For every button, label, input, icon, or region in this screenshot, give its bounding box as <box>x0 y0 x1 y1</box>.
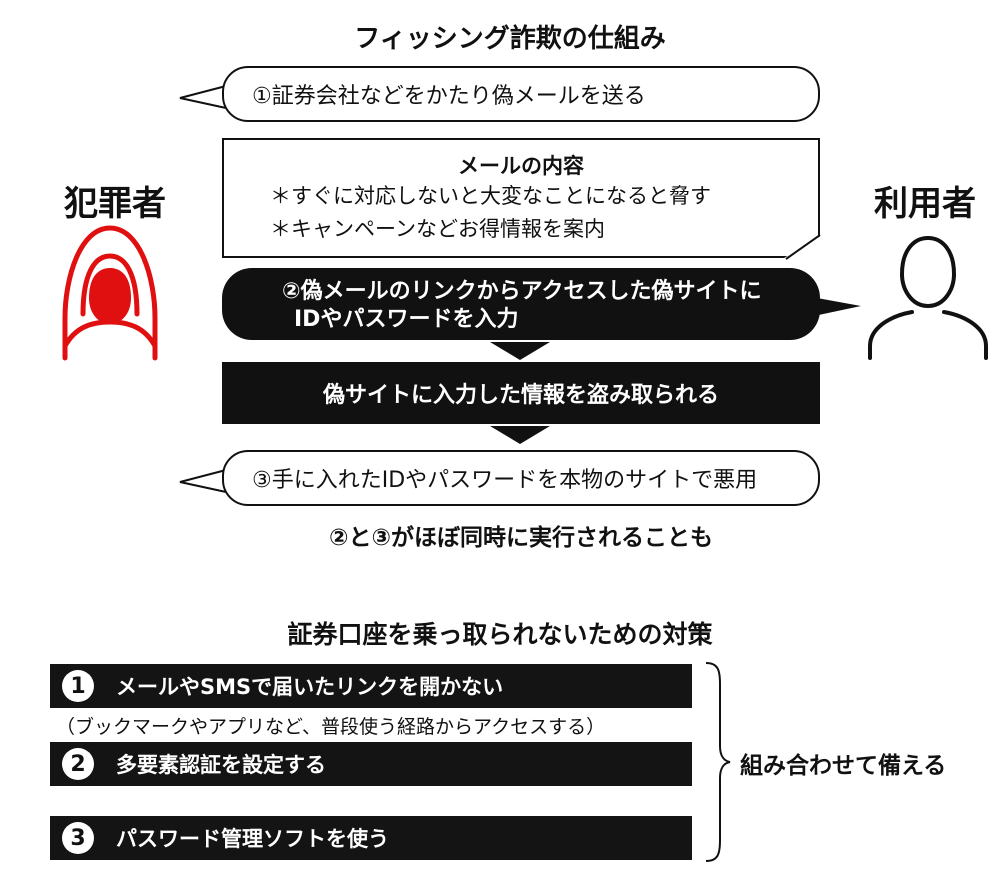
mail-line-2: ＊キャンペーンなどお得情報を案内 <box>270 217 605 241</box>
user-silhouette-icon <box>868 236 988 360</box>
measure-number-1: 1 <box>62 670 94 702</box>
down-arrow-1 <box>490 342 550 360</box>
measures-title: 証券口座を乗っ取られないための対策 <box>287 620 713 649</box>
measure-label-3: パスワード管理ソフトを使う <box>116 827 389 851</box>
stolen-info-bar: 偽サイトに入力した情報を盗み取られる <box>222 362 820 424</box>
simultaneous-note: ②と③がほぼ同時に実行されることも <box>329 525 713 551</box>
hooded-criminal-icon <box>62 225 158 361</box>
step2-line-1: ②偽メールのリンクからアクセスした偽サイトに <box>282 279 762 304</box>
step2-bubble: ②偽メールのリンクからアクセスした偽サイトに IDやパスワードを入力 <box>222 268 820 340</box>
measure-label-2: 多要素認証を設定する <box>116 753 326 777</box>
grouping-brace <box>705 662 731 862</box>
mail-content-box <box>222 138 820 258</box>
mail-box-fold <box>785 235 821 260</box>
combine-label: 組み合わせて備える <box>740 753 947 779</box>
measure-sub-note: （ブックマークやアプリなど、普段使う経路からアクセスする） <box>56 716 606 738</box>
criminal-label: 犯罪者 <box>64 184 166 224</box>
measure-number-2: 2 <box>62 748 94 780</box>
mail-line-1: ＊すぐに対応しないと大変なことになると脅す <box>270 184 711 208</box>
step3-text: ③手に入れたIDやパスワードを本物のサイトで悪用 <box>252 468 758 493</box>
user-label: 利用者 <box>874 184 976 224</box>
stolen-info-text: 偽サイトに入力した情報を盗み取られる <box>322 383 719 408</box>
step3-bubble: ③手に入れたIDやパスワードを本物のサイトで悪用 <box>222 450 820 506</box>
mail-title: メールの内容 <box>458 154 584 178</box>
measure-item-1: 1 メールやSMSで届いたリンクを開かない <box>50 664 692 708</box>
diagram-title: フィッシング詐欺の仕組み <box>354 24 666 54</box>
measure-item-3: 3 パスワード管理ソフトを使う <box>50 816 692 860</box>
measure-number-3: 3 <box>62 822 94 854</box>
step1-bubble-tail <box>179 85 227 109</box>
step2-line-2: IDやパスワードを入力 <box>294 307 519 332</box>
down-arrow-2 <box>490 426 550 444</box>
measure-label-1: メールやSMSで届いたリンクを開かない <box>116 675 504 699</box>
step3-bubble-tail <box>179 469 227 493</box>
step1-bubble: ①証券会社などをかたり偽メールを送る <box>222 66 820 122</box>
step1-text: ①証券会社などをかたり偽メールを送る <box>252 84 646 109</box>
measure-item-2: 2 多要素認証を設定する <box>50 742 692 786</box>
